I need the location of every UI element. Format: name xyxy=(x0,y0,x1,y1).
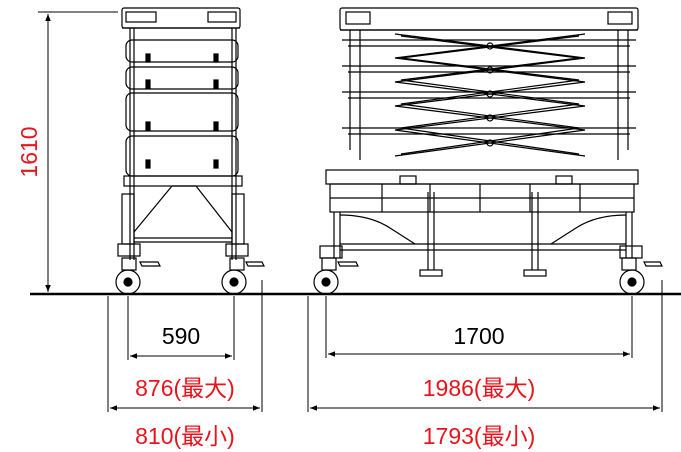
base-width-inner-label: 590 xyxy=(162,323,200,349)
width-min-label: 810(最小) xyxy=(135,423,235,449)
front-view xyxy=(319,7,643,277)
height-label: 1610 xyxy=(16,126,42,177)
wheelbase-label: 1700 xyxy=(453,323,504,349)
side-view-caster-right xyxy=(221,257,265,295)
height-dimension: 1610 xyxy=(16,11,118,292)
front-view-caster-right xyxy=(619,257,663,295)
length-min-label: 1793(最小) xyxy=(423,423,535,449)
side-view-dimensions xyxy=(107,280,263,412)
front-view-dimensions xyxy=(307,280,663,412)
length-max-label: 1986(最大) xyxy=(423,375,535,401)
side-view-caster-left xyxy=(115,257,161,295)
side-view xyxy=(117,7,249,260)
width-max-label: 876(最大) xyxy=(135,375,235,401)
front-view-caster-left xyxy=(313,257,359,295)
